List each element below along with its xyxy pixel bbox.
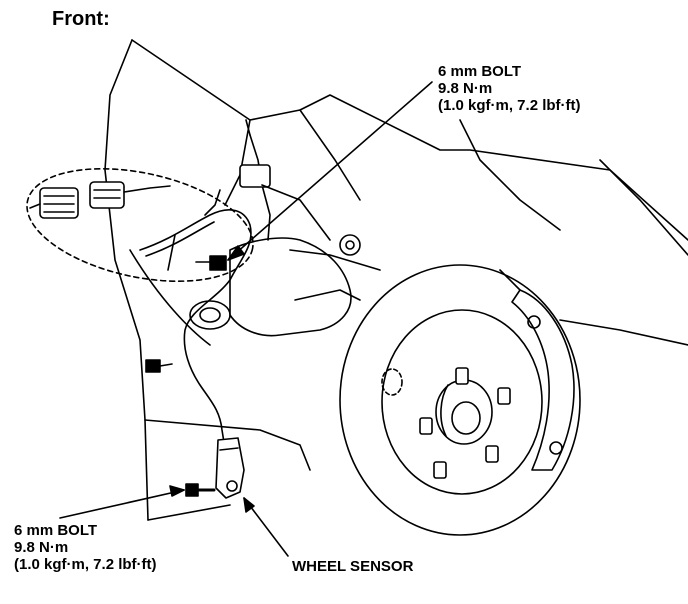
brake-line [239,119,331,241]
top-bolt-size: 6 mm BOLT [438,63,522,80]
steering-knuckle [189,234,381,337]
diagram-title: Front: [52,8,110,30]
side-bolt [145,359,173,373]
wheel-sensor-label: WHEEL SENSOR [292,558,414,575]
top-bolt [195,255,227,271]
dust-shield-hole [381,368,403,396]
sensor-harness [139,189,252,456]
bottom-bolt-torque-alt: (1.0 kgf·m, 7.2 lbf·ft) [14,556,157,573]
bottom-bolt [185,483,216,497]
wheel-sensor-leader [243,497,289,557]
bottom-bolt-torque-nm: 9.8 N·m [14,539,69,556]
top-bolt-leader [227,81,433,261]
top-bolt-torque-nm: 9.8 N·m [438,80,493,97]
sensor-connector [29,181,171,219]
brake-rotor [339,264,581,536]
bottom-bolt-leader [59,485,185,519]
bottom-bolt-size: 6 mm BOLT [14,522,98,539]
wheel-stud [419,367,511,479]
wheel-sensor [215,437,245,499]
top-bolt-torque-alt: (1.0 kgf·m, 7.2 lbf·ft) [438,97,581,114]
connector-detail-outline [26,167,254,283]
brake-caliper [499,269,575,471]
